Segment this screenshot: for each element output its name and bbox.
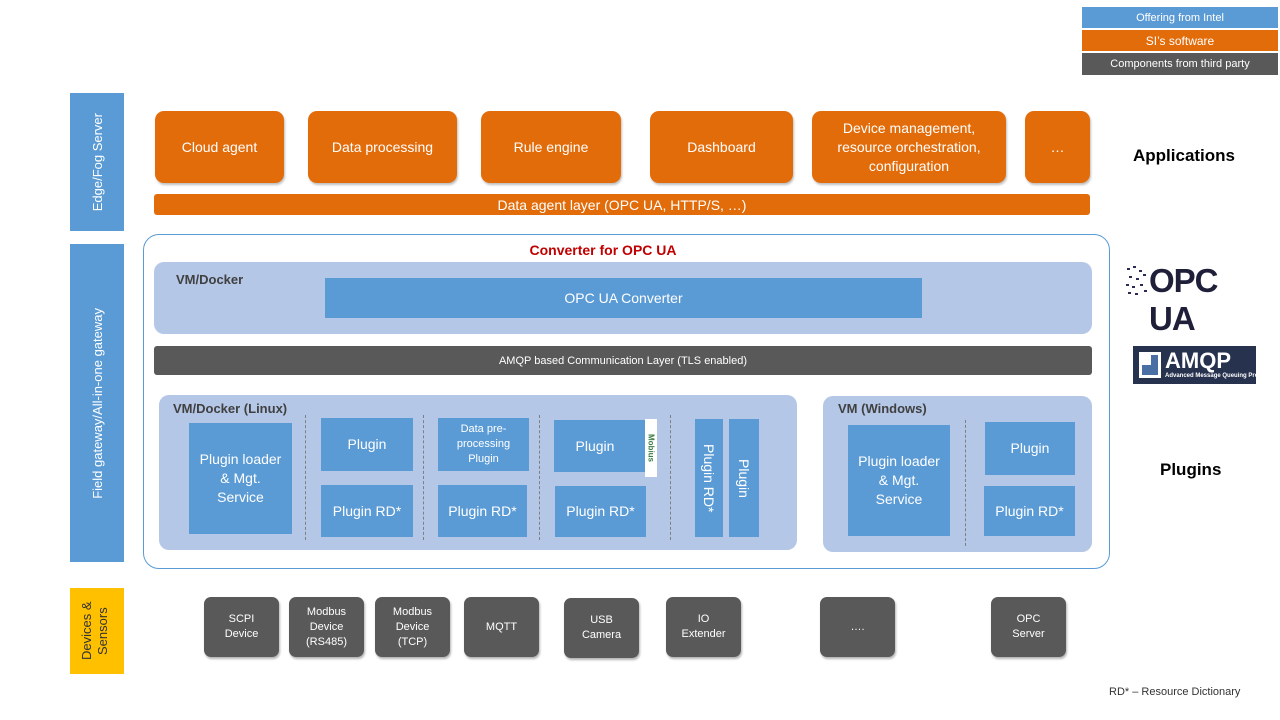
converter-frame (143, 234, 1110, 569)
plugin-label: Data pre-processing Plugin (456, 423, 511, 465)
opc-ua-converter-label: OPC UA Converter (564, 290, 683, 306)
plugin-rd-label: Plugin RD* (448, 502, 517, 519)
device-label: Modbus Device (TCP) (392, 605, 433, 648)
tier-devices-label: Devices & Sensors (79, 601, 110, 661)
opc-ua-logo: OPC UA (1125, 262, 1257, 337)
device-label: USB Camera (581, 614, 622, 641)
plugin-label: Plugin (347, 436, 387, 452)
app-label: Dashboard (687, 138, 756, 155)
windows-plugin-rd: Plugin RD* (984, 486, 1075, 536)
amqp-logo-mark (1139, 352, 1161, 378)
app-label: Rule engine (513, 138, 589, 155)
app-rule-engine: Rule engine (481, 111, 621, 183)
amqp-logo: AMQP Advanced Message Queuing Protocol (1133, 346, 1273, 384)
plugins-label: Plugins (1160, 460, 1222, 479)
device-label: Modbus Device (RS485) (306, 605, 347, 648)
plugin-label: Plugin (736, 458, 752, 498)
plugin-label: Plugin (575, 437, 615, 454)
opc-ua-converter: OPC UA Converter (325, 278, 922, 318)
device-label: IO Extender (681, 613, 726, 640)
mobius-logo-text: Mobius (646, 434, 656, 462)
legend-third-label: Components from third party (1110, 58, 1250, 70)
windows-plugin: Plugin (985, 422, 1075, 475)
converter-title: Converter for OPC UA (529, 242, 677, 258)
plugin-rd-label: Plugin RD* (701, 443, 717, 513)
divider (423, 415, 424, 540)
plugin-loader-label: Plugin loader & Mgt. Service (199, 451, 282, 505)
linux-panel-title: VM/Docker (Linux) (173, 401, 288, 416)
legend-si-label: SI’s software (1145, 33, 1215, 48)
linux-plugin-4: Plugin (729, 419, 759, 537)
plugin-rd-label: Plugin RD* (995, 502, 1064, 519)
device-io-extender: IO Extender (666, 597, 741, 657)
legend-third-party: Components from third party (1082, 53, 1278, 75)
device-more: …. (820, 597, 895, 657)
windows-plugin-loader: Plugin loader & Mgt. Service (848, 425, 950, 536)
linux-plugin-3: Plugin (554, 420, 646, 472)
divider (670, 415, 671, 540)
legend-intel-label: Offering from Intel (1136, 11, 1224, 24)
device-label: MQTT (485, 620, 518, 633)
amqp-logo-subtitle: Advanced Message Queuing Protocol (1165, 373, 1273, 379)
opc-ua-logo-text: OPC UA (1149, 262, 1219, 337)
linux-plugin-1: Plugin (321, 418, 413, 471)
device-modbus-tcp: Modbus Device (TCP) (375, 597, 450, 657)
app-label: Data processing (331, 138, 434, 155)
app-label: Device management, resource orchestratio… (837, 119, 981, 174)
divider (965, 420, 966, 546)
linux-plugin-loader: Plugin loader & Mgt. Service (189, 423, 292, 534)
legend-si: SI’s software (1082, 30, 1278, 51)
app-data-processing: Data processing (308, 111, 457, 183)
amqp-layer-label: AMQP based Communication Layer (TLS enab… (498, 354, 748, 367)
app-more: … (1025, 111, 1090, 183)
opc-ua-logo-mark (1126, 266, 1147, 295)
device-label: OPC Server (1012, 613, 1045, 640)
tier-devices: Devices & Sensors (70, 588, 124, 674)
vm-docker-label: VM/Docker (176, 272, 244, 287)
app-cloud-agent: Cloud agent (155, 111, 284, 183)
device-opc-server: OPC Server (991, 597, 1066, 657)
amqp-layer: AMQP based Communication Layer (TLS enab… (154, 346, 1092, 375)
device-scpi: SCPI Device (204, 597, 279, 657)
app-label: Cloud agent (181, 138, 258, 155)
divider (539, 415, 540, 540)
data-agent-label: Data agent layer (OPC UA, HTTP/S, …) (497, 196, 747, 213)
footnote: RD* – Resource Dictionary (1109, 686, 1241, 698)
tier-edge-label: Edge/Fog Server (89, 112, 105, 212)
device-label: …. (850, 620, 865, 633)
divider (305, 415, 306, 540)
device-modbus-rs485: Modbus Device (RS485) (289, 597, 364, 657)
linux-plugin-3-rd: Plugin RD* (555, 486, 646, 537)
linux-plugin-2-rd: Plugin RD* (438, 485, 527, 537)
linux-plugin-data-preprocessing: Data pre-processing Plugin (438, 418, 529, 471)
device-usb-camera: USB Camera (564, 598, 639, 658)
legend-intel: Offering from Intel (1082, 7, 1278, 28)
plugin-loader-label: Plugin loader & Mgt. Service (858, 453, 940, 507)
tier-edge: Edge/Fog Server (70, 93, 124, 231)
app-device-management: Device management, resource orchestratio… (812, 111, 1006, 183)
amqp-logo-text: AMQP (1165, 348, 1231, 373)
device-label: SCPI Device (224, 613, 259, 640)
linux-plugin-1-rd: Plugin RD* (321, 485, 413, 537)
app-label: … (1050, 138, 1065, 155)
tier-field: Field gateway/All-in-one gateway (70, 244, 124, 562)
linux-plugin-4-rd: Plugin RD* (695, 419, 723, 537)
mobius-logo: Mobius (645, 419, 657, 477)
plugin-label: Plugin (1010, 440, 1050, 456)
app-dashboard: Dashboard (650, 111, 793, 183)
applications-label: Applications (1133, 146, 1236, 165)
plugin-rd-label: Plugin RD* (332, 502, 402, 519)
data-agent-layer: Data agent layer (OPC UA, HTTP/S, …) (154, 194, 1090, 215)
windows-panel-title: VM (Windows) (838, 401, 927, 416)
device-mqtt: MQTT (464, 597, 539, 657)
tier-field-label: Field gateway/All-in-one gateway (89, 307, 105, 499)
plugin-rd-label: Plugin RD* (566, 503, 635, 519)
